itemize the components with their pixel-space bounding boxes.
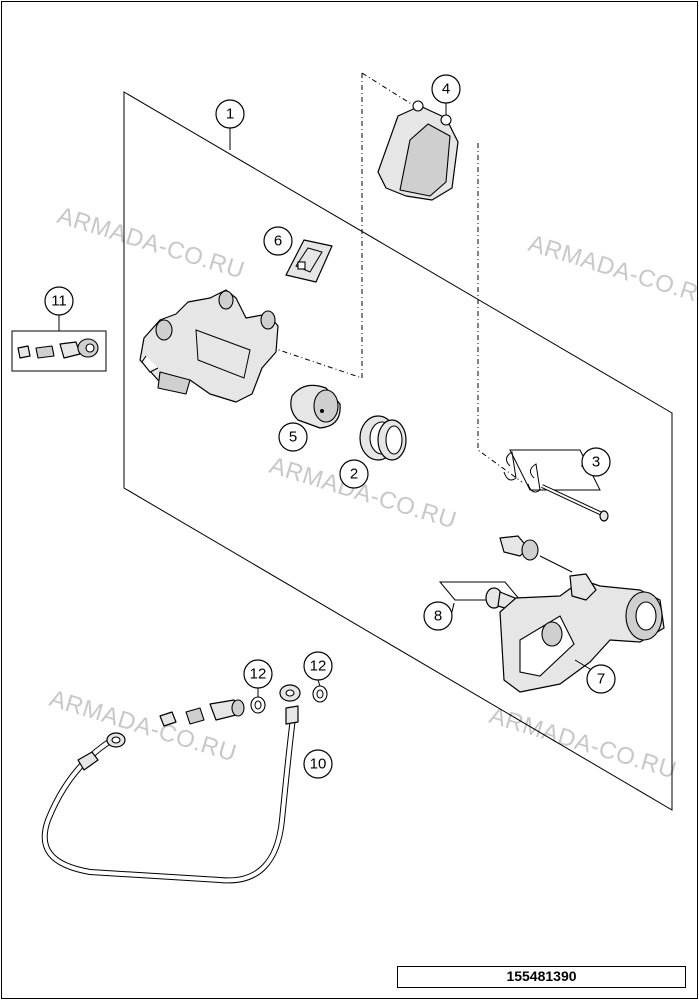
carrier-bolts — [485, 535, 573, 613]
callout-1: 1 — [215, 99, 245, 129]
callout-8-label: 8 — [434, 608, 442, 625]
banjo-fittings — [159, 685, 328, 727]
watermark-top-right: ARMADA-CO.RU — [525, 230, 699, 313]
reference-number-box: 155481390 — [397, 966, 686, 988]
callout-10-label: 10 — [310, 756, 327, 773]
callout-5: 5 — [278, 422, 308, 452]
callout-12-left-label: 12 — [250, 666, 267, 683]
callout-4-label: 4 — [442, 81, 450, 98]
callout-7: 7 — [586, 664, 616, 694]
callout-11: 11 — [44, 286, 74, 316]
pad-spring — [285, 239, 333, 283]
caliper-carrier — [499, 573, 665, 693]
bleeder-kit — [11, 315, 107, 372]
callout-4: 4 — [431, 74, 461, 104]
callout-12-right-label: 12 — [310, 658, 327, 675]
callout-6: 6 — [263, 226, 293, 256]
watermark-bottom-right: ARMADA-CO.RU — [486, 702, 679, 785]
seal-rings — [359, 415, 407, 461]
callout-2-label: 2 — [350, 466, 358, 483]
callout-5-label: 5 — [289, 429, 297, 446]
callout-2: 2 — [339, 459, 369, 489]
callout-11-label: 11 — [51, 293, 67, 310]
caliper-body — [139, 289, 279, 403]
pin-and-clips — [503, 451, 609, 522]
assembly-outline — [123, 91, 673, 811]
brake-pads — [377, 100, 459, 201]
callout-10: 10 — [303, 749, 333, 779]
watermarks: ARMADA-CO.RU ARMADA-CO.RU ARMADA-CO.RU A… — [46, 202, 699, 785]
callout-1-label: 1 — [226, 106, 234, 123]
callout-12-right: 12 — [303, 651, 333, 681]
callout-7-label: 7 — [597, 671, 605, 688]
callout-3-label: 3 — [592, 454, 600, 471]
watermark-bottom-left: ARMADA-CO.RU — [46, 685, 239, 768]
callout-8: 8 — [423, 601, 453, 631]
callout-6-label: 6 — [274, 233, 282, 250]
reference-number: 155481390 — [506, 968, 577, 984]
brake-hose — [41, 684, 301, 884]
callout-3: 3 — [581, 447, 611, 477]
callout-12-left: 12 — [243, 659, 273, 689]
part-3-outline — [509, 449, 601, 491]
watermark-top-left: ARMADA-CO.RU — [54, 202, 247, 285]
piston — [290, 384, 341, 429]
